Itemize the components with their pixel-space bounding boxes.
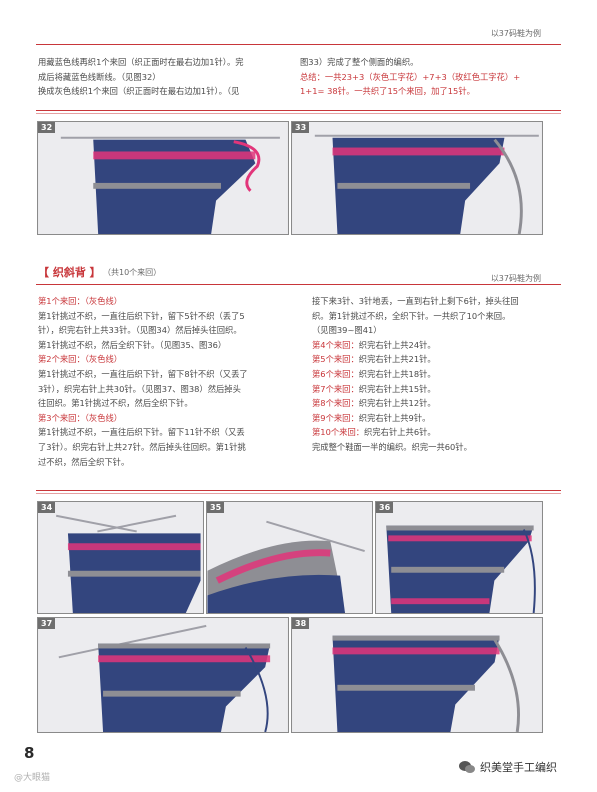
- text-line: 完成整个鞋面一半的编织。织完一共60针。: [312, 441, 472, 452]
- knitting-photo: [207, 502, 372, 613]
- round-label: 第4个来回：: [312, 339, 359, 350]
- watermark-left: @大眼猫: [14, 773, 51, 783]
- text-line: 过不织，然后全织下针。: [38, 456, 130, 467]
- text-line: （见图39~图41）: [312, 325, 382, 336]
- photo-36: 36: [375, 501, 543, 614]
- round-label: 第7个来回：: [312, 383, 359, 394]
- top-right-text: 图33）完成了整个侧面的编织。 总结：一共23+3（灰色工字花）+7+3（玫红色…: [300, 55, 520, 99]
- photo-32: 32: [37, 121, 289, 235]
- round-label: 第8个来回：: [312, 398, 359, 409]
- text-line: 第1针挑过不织，然后全织下针。（见图35、图36）: [38, 339, 227, 350]
- section-rule: [36, 284, 561, 285]
- divider-rule-thin: [36, 493, 561, 494]
- text-line: 第1针挑过不织，一直往后织下针，留下8针不织（又丢了: [38, 368, 248, 379]
- photo-35: 35: [206, 501, 373, 614]
- text-line: 第2个来回：（灰色线）: [38, 354, 123, 365]
- round-text: 织完右针上共12针。: [358, 398, 436, 409]
- photo-34: 34: [37, 501, 204, 614]
- round-label: 第6个来回：: [312, 368, 359, 379]
- round-text: 织完右针上共21针。: [358, 354, 436, 365]
- photo-number: 33: [292, 122, 310, 133]
- size-note: 以37码鞋为例: [490, 274, 541, 283]
- photo-number: 35: [207, 502, 225, 513]
- round-line: 第9个来回：织完右针上共9针。: [312, 411, 519, 426]
- top-left-text: 用藏蓝色线再织1个来回（织正面时在最右边加1针）。完 成后将藏蓝色线断线。（见图…: [38, 55, 244, 99]
- text-line: 往回织。第1针挑过不织，然后全织下针。: [38, 398, 193, 409]
- watermark-right: 织美堂手工编织: [458, 759, 557, 775]
- text-line: 换成灰色线织1个来回（织正面时在最右边加1针）。（见: [38, 86, 240, 97]
- header-rule: [36, 44, 561, 45]
- round-line: 第6个来回：织完右针上共18针。: [312, 367, 519, 382]
- body-left-text: 第1个来回：（灰色线） 第1针挑过不织，一直往后织下针，留下5针不织（丢了5 针…: [38, 294, 248, 469]
- knitting-photo: [39, 618, 287, 732]
- photo-number: 36: [376, 502, 394, 513]
- text-line: 第3个来回：（灰色线）: [38, 412, 123, 423]
- knitting-photo: [38, 502, 203, 613]
- watermark-text: 织美堂手工编织: [480, 761, 557, 774]
- text-line: 成后将藏蓝色线断线。（见图32）: [38, 71, 161, 82]
- round-line: 第8个来回：织完右针上共12针。: [312, 396, 519, 411]
- knitting-photo: [39, 122, 287, 234]
- round-line: 第5个来回：织完右针上共21针。: [312, 352, 519, 367]
- text-line: 第1针挑过不织，一直往后织下针。留下11针不织（又丢: [38, 427, 245, 438]
- photo-33: 33: [291, 121, 543, 235]
- size-note: 以37码鞋为例: [490, 29, 541, 38]
- text-line: 织。第1针挑过不织，全织下针。一共织了10个来回。: [312, 310, 511, 321]
- text-line: 用藏蓝色线再织1个来回（织正面时在最右边加1针）。完: [38, 57, 244, 67]
- text-line: 第1个来回：（灰色线）: [38, 296, 123, 306]
- knitting-photo: [293, 618, 541, 732]
- divider-rule: [36, 110, 561, 111]
- summary-line: 1+1= 38针。一共织了15个来回，加了15针。: [300, 86, 475, 97]
- round-label: 第9个来回：: [312, 412, 359, 423]
- round-line: 第4个来回：织完右针上共24针。: [312, 338, 519, 353]
- round-line: 第7个来回：织完右针上共15针。: [312, 382, 519, 397]
- round-label: 第10个来回：: [312, 427, 365, 438]
- divider-rule: [36, 490, 561, 491]
- round-line: 第10个来回：织完右针上共6针。: [312, 425, 519, 440]
- text-line: 接下来3针、3针地丢，一直到右针上剩下6针，掉头往回: [312, 296, 519, 306]
- photo-37: 37: [37, 617, 289, 733]
- photo-number: 37: [38, 618, 56, 629]
- divider-rule-thin: [36, 113, 561, 114]
- round-text: 织完右针上共6针。: [364, 427, 436, 438]
- wechat-icon: [458, 760, 476, 774]
- knitting-photo: [293, 122, 541, 234]
- text-line: 针），织完右针上共33针。（见图34）然后掉头往回织。: [38, 325, 242, 336]
- round-text: 织完右针上共24针。: [358, 339, 436, 350]
- photo-number: 34: [38, 502, 56, 513]
- section-title: 【 织斜背 】: [38, 266, 101, 279]
- photo-number: 32: [38, 122, 56, 133]
- body-right-text: 接下来3针、3针地丢，一直到右针上剩下6针，掉头往回 织。第1针挑过不织，全织下…: [312, 294, 519, 455]
- photo-number: 38: [292, 618, 310, 629]
- knitting-photo: [376, 502, 542, 613]
- photo-38: 38: [291, 617, 543, 733]
- round-text: 织完右针上共15针。: [358, 383, 436, 394]
- section-subtitle: （共10个来回）: [103, 268, 162, 277]
- round-text: 织完右针上共18针。: [358, 368, 436, 379]
- text-line: 3针），织完右针上共30针。（见图37、图38）然后掉头: [38, 383, 241, 394]
- text-line: 了3针）。织完右针上共27针。然后掉头往回织。第1针挑: [38, 441, 246, 452]
- text-line: 第1针挑过不织，一直往后织下针，留下5针不织（丢了5: [38, 310, 245, 321]
- text-line: 图33）完成了整个侧面的编织。: [300, 57, 419, 67]
- round-label: 第5个来回：: [312, 354, 359, 365]
- round-text: 织完右针上共9针。: [358, 412, 431, 423]
- page-number: 8: [24, 744, 35, 762]
- summary-line: 总结：一共23+3（灰色工字花）+7+3（玫红色工字花）+: [300, 71, 521, 82]
